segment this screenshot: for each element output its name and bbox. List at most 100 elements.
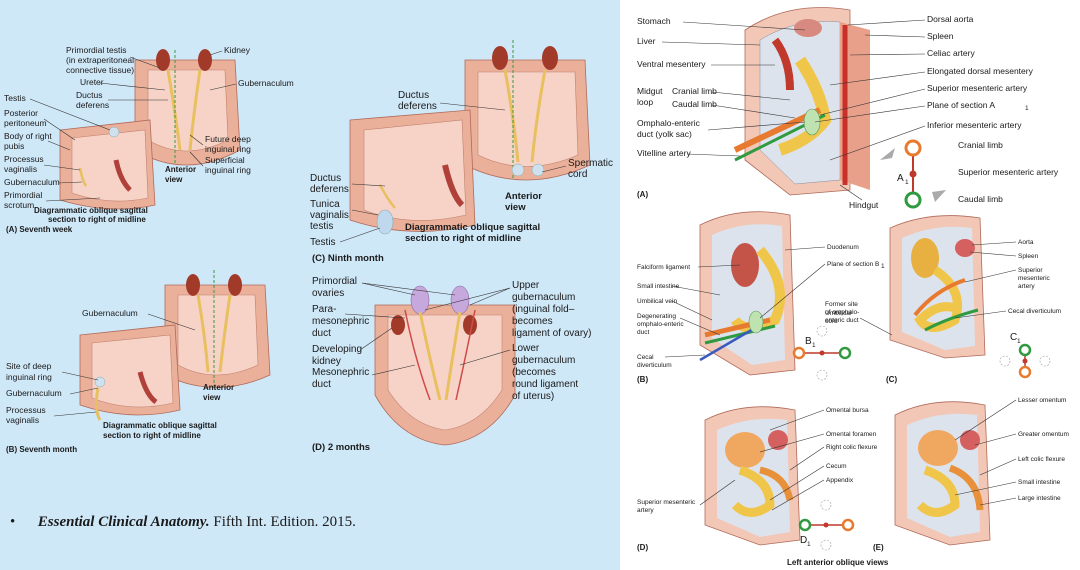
svg-text:duct: duct <box>312 328 331 339</box>
label-ductus-deferens: Ductus <box>76 90 102 100</box>
label-dorsal-aorta: Dorsal aorta <box>927 14 974 24</box>
kidney-right-a <box>198 49 212 71</box>
svg-text:1: 1 <box>812 342 816 349</box>
svg-text:section to right of midline: section to right of midline <box>103 431 201 440</box>
title-gut-c: (C) <box>886 375 897 384</box>
label-caudal-limb-2: Caudal limb <box>958 194 1003 204</box>
svg-text:1: 1 <box>905 179 909 186</box>
anterior-view-c: Anterior <box>505 191 542 202</box>
label-processus-vaginalis-b: Processus <box>6 405 46 415</box>
label-spermatic-cord: Spermatic <box>568 158 613 169</box>
caption-c: Diagrammatic oblique sagittal <box>405 222 540 233</box>
label-omental-bursa: Omental bursa <box>826 407 869 414</box>
svg-text:diverticulum: diverticulum <box>637 362 672 369</box>
label-hindgut: Hindgut <box>849 200 879 210</box>
svg-text:cord: cord <box>568 169 587 180</box>
svg-text:pubis: pubis <box>4 141 24 151</box>
label-gubernaculum-b: Gubernaculum <box>82 308 138 318</box>
label-inferior-mesenteric-artery: Inferior mesenteric artery <box>927 120 1022 130</box>
svg-text:view: view <box>165 175 183 184</box>
plane-c1-label: C <box>1010 332 1017 343</box>
label-superior-mesenteric-artery: Superior mesenteric artery <box>927 83 1028 93</box>
svg-text:artery: artery <box>637 507 654 514</box>
label-primordial-scrotum: Primordial <box>4 190 42 200</box>
label-developing-kidney: Developing <box>312 344 362 355</box>
footer-left-anterior-oblique-views: Left anterior oblique views <box>787 558 889 567</box>
label-left-colic-flexure: Left colic flexure <box>1018 456 1065 463</box>
svg-text:mesonephric: mesonephric <box>312 316 369 327</box>
label-ductus-deferens-c2: Ductus <box>310 173 341 184</box>
label-plane-of-section-a1: Plane of section A <box>927 100 995 110</box>
label-lesser-omentum: Lesser omentum <box>1018 397 1066 404</box>
svg-text:becomes: becomes <box>512 316 553 327</box>
gut-panel-e: Lesser omentum Greater omentum Left coli… <box>873 397 1069 552</box>
label-superficial-inguinal-ring: Superficial <box>205 155 245 165</box>
citation-bullet: • <box>10 514 16 530</box>
label-small-intestine: Small intestine <box>637 283 680 290</box>
label-mesonephric-duct: Mesonephric <box>312 367 369 378</box>
svg-text:duct: duct <box>637 329 649 336</box>
title-gut-a: (A) <box>637 190 648 199</box>
label-primordial-testis: Primordial testis <box>66 45 126 55</box>
svg-text:section to right of midline: section to right of midline <box>48 215 146 224</box>
panel-c: Ductus deferens Spermatic cord Ductus de… <box>310 40 613 264</box>
label-ductus-deferens-c: Ductus <box>398 90 429 101</box>
svg-text:inguinal ring: inguinal ring <box>205 165 251 175</box>
svg-text:view: view <box>203 393 221 402</box>
svg-text:duct (yolk sac): duct (yolk sac) <box>637 129 692 139</box>
svg-text:view: view <box>505 202 526 213</box>
title-gut-e: (E) <box>873 543 884 552</box>
label-umbilical-cord: Umbilical <box>825 310 852 317</box>
panel-d: Primordial ovaries Para- mesonephric duc… <box>312 276 591 453</box>
label-ventral-mesentery: Ventral mesentery <box>637 59 706 69</box>
label-aorta: Aorta <box>1018 239 1034 246</box>
title-a: (A) Seventh week <box>6 225 73 234</box>
svg-text:ovaries: ovaries <box>312 288 344 299</box>
svg-text:omphalo-enteric: omphalo-enteric <box>637 321 684 328</box>
anterior-view-a: Anterior <box>165 165 196 174</box>
citation-edition: Fifth Int. Edition. 2015. <box>209 514 356 530</box>
label-degenerating-omphalo-enteric-duct: Degenerating <box>637 313 676 320</box>
anterior-view-b: Anterior <box>203 383 234 392</box>
label-caudal-limb: Caudal limb <box>672 99 717 109</box>
gut-panel-b: Falciform ligament Small intestine Umbil… <box>637 211 885 384</box>
label-gubernaculum: Gubernaculum <box>238 78 294 88</box>
label-cecal-diverticulum: Cecal <box>637 354 654 361</box>
svg-text:deferens: deferens <box>76 100 109 110</box>
label-cecum: Cecum <box>826 463 847 470</box>
svg-text:1: 1 <box>1025 105 1029 112</box>
svg-text:cord: cord <box>825 318 838 325</box>
gut-panel-a: Stomach Liver Ventral mesentery Midgut l… <box>637 7 1059 210</box>
svg-text:vaginalis: vaginalis <box>310 210 349 221</box>
panel-a: Primordial testis (in extraperitoneal co… <box>4 45 294 234</box>
label-cranial-limb-2: Cranial limb <box>958 140 1003 150</box>
label-site-of-deep-inguinal-ring: Site of deep <box>6 361 52 371</box>
svg-text:enteric duct: enteric duct <box>825 317 859 324</box>
label-superior-mesenteric-artery-2: Superior mesenteric artery <box>958 167 1059 177</box>
label-lower-gubernaculum: Lower <box>512 343 540 354</box>
label-duodenum: Duodenum <box>827 244 859 251</box>
svg-text:loop: loop <box>637 97 653 107</box>
panel-b: Gubernaculum Site of deep inguinal ring … <box>6 270 271 454</box>
label-elongated-dorsal-mesentery: Elongated dorsal mesentery <box>927 66 1034 76</box>
label-tunica-vaginalis-testis: Tunica <box>310 199 340 210</box>
label-vitelline-artery: Vitelline artery <box>637 148 691 158</box>
label-posterior-peritoneum: Posterior <box>4 108 38 118</box>
citation-book-title: Essential Clinical Anatomy. <box>37 514 210 530</box>
plane-d1-label: D <box>800 535 807 546</box>
svg-text:mesenteric: mesenteric <box>1018 275 1051 282</box>
label-testis-c: Testis <box>310 237 336 248</box>
label-gubernaculum-b2: Gubernaculum <box>6 388 62 398</box>
label-upper-gubernaculum: Upper <box>512 280 540 291</box>
label-omphalo-enteric-duct: Omphalo-enteric <box>637 118 701 128</box>
label-spleen: Spleen <box>927 31 954 41</box>
plane-b1-label: B <box>805 336 812 347</box>
title-gut-b: (B) <box>637 375 648 384</box>
caption-b: Diagrammatic oblique sagittal <box>103 421 217 430</box>
label-cranial-limb: Cranial limb <box>672 86 717 96</box>
label-small-intestine-e: Small intestine <box>1018 479 1061 486</box>
svg-text:of uterus): of uterus) <box>512 391 554 402</box>
svg-text:connective tissue): connective tissue) <box>66 65 134 75</box>
label-large-intestine: Large intestine <box>1018 495 1061 502</box>
svg-text:of omphalo-: of omphalo- <box>825 309 859 316</box>
